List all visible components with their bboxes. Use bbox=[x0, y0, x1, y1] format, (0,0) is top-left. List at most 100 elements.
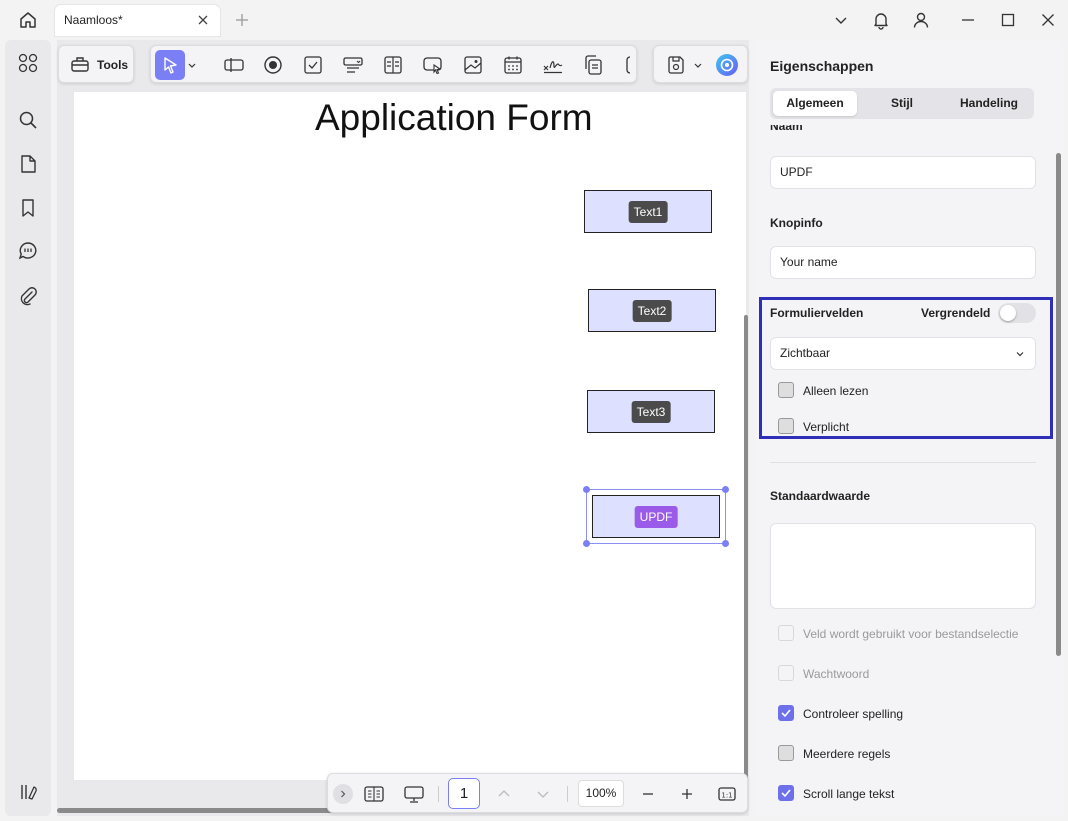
left-sidebar bbox=[5, 40, 51, 816]
default-value-label: Standaardwaarde bbox=[770, 489, 871, 503]
radio-button-icon[interactable] bbox=[262, 54, 284, 76]
visibility-select[interactable]: Zichtbaar bbox=[770, 337, 1036, 370]
zoom-out-icon[interactable] bbox=[637, 783, 659, 805]
password-label: Wachtwoord bbox=[803, 667, 870, 681]
name-label-clip: Naam bbox=[770, 125, 830, 133]
spell-check-checkbox[interactable] bbox=[778, 705, 794, 721]
save-icon[interactable] bbox=[665, 54, 687, 76]
form-tools-toolbar bbox=[150, 45, 637, 83]
document-tab[interactable]: Naamloos* bbox=[55, 5, 220, 36]
sidebar-toggle-icon[interactable] bbox=[17, 781, 39, 803]
bookmark-icon[interactable] bbox=[17, 197, 39, 219]
next-page-icon[interactable] bbox=[532, 783, 554, 805]
toolbox-icon bbox=[69, 53, 91, 75]
locked-toggle[interactable] bbox=[998, 303, 1036, 323]
resize-handle-top-left[interactable] bbox=[583, 486, 590, 493]
properties-tabs: Algemeen Stijl Handeling bbox=[770, 88, 1034, 119]
title-bar: Naamloos* bbox=[0, 0, 1068, 40]
password-checkbox[interactable] bbox=[778, 665, 794, 681]
tab-action[interactable]: Handeling bbox=[959, 96, 1018, 110]
chevron-right-icon[interactable] bbox=[333, 784, 353, 804]
multiline-label: Meerdere regels bbox=[803, 747, 891, 761]
comment-icon[interactable] bbox=[17, 240, 39, 262]
extra-toolbar bbox=[653, 45, 748, 83]
toggle-knob bbox=[1000, 305, 1016, 321]
file-select-label: Veld wordt gebruikt voor bestandselectie bbox=[803, 627, 1019, 641]
selection-frame[interactable] bbox=[583, 486, 729, 547]
text-field-text2[interactable]: Text2 bbox=[588, 289, 716, 332]
resize-handle-bottom-right[interactable] bbox=[722, 540, 729, 547]
previous-page-icon[interactable] bbox=[493, 783, 515, 805]
canvas-vertical-scrollbar[interactable] bbox=[744, 315, 748, 786]
page-number-input[interactable]: 1 bbox=[448, 778, 480, 809]
properties-scrollbar[interactable] bbox=[1056, 153, 1061, 656]
combo-box-icon[interactable] bbox=[342, 54, 364, 76]
scroll-long-text-checkbox[interactable] bbox=[778, 785, 794, 801]
field-name-chip: Text2 bbox=[632, 299, 672, 322]
file-select-checkbox[interactable] bbox=[778, 625, 794, 641]
page-navigation-bar: 1 100% 1:1 bbox=[327, 773, 748, 813]
account-icon[interactable] bbox=[909, 8, 933, 32]
button-field-icon[interactable] bbox=[422, 54, 444, 76]
text-field-text3[interactable]: Text3 bbox=[587, 390, 715, 433]
more-tools-icon[interactable] bbox=[622, 54, 634, 76]
save-dropdown-chevron-icon[interactable] bbox=[692, 58, 704, 72]
separator bbox=[567, 786, 568, 802]
date-field-icon[interactable] bbox=[502, 54, 524, 76]
text-field-text1[interactable]: Text1 bbox=[584, 190, 712, 233]
home-icon[interactable] bbox=[16, 8, 40, 32]
checkbox-icon[interactable] bbox=[302, 54, 324, 76]
tab-style[interactable]: Stijl bbox=[890, 96, 913, 110]
thumbnails-grid-icon[interactable] bbox=[17, 52, 39, 74]
highlight-box bbox=[759, 297, 1053, 439]
list-box-icon[interactable] bbox=[382, 54, 404, 76]
select-tool-button[interactable] bbox=[155, 50, 185, 80]
document-title: Application Form bbox=[315, 97, 593, 138]
chevron-down-icon[interactable] bbox=[829, 8, 853, 32]
text-field-updf-selected[interactable]: UPDF bbox=[592, 495, 720, 538]
ai-assistant-icon[interactable] bbox=[715, 53, 739, 77]
field-name-chip: Text3 bbox=[631, 400, 671, 423]
multiline-checkbox[interactable] bbox=[778, 745, 794, 761]
divider bbox=[770, 462, 1036, 463]
text-field-icon[interactable] bbox=[223, 54, 245, 76]
minimize-icon[interactable] bbox=[956, 8, 980, 32]
field-name-chip: Text1 bbox=[628, 200, 668, 223]
tools-label: Tools bbox=[97, 58, 129, 72]
page-icon[interactable] bbox=[17, 153, 39, 175]
default-value-textarea[interactable] bbox=[770, 523, 1036, 609]
zoom-in-icon[interactable] bbox=[676, 783, 698, 805]
tools-button[interactable]: Tools bbox=[58, 45, 134, 83]
readonly-checkbox[interactable] bbox=[778, 382, 794, 398]
field-name-chip: UPDF bbox=[634, 505, 678, 528]
actual-size-icon[interactable]: 1:1 bbox=[716, 783, 738, 805]
copy-pages-icon[interactable] bbox=[582, 54, 604, 76]
tab-general[interactable]: Algemeen bbox=[773, 91, 857, 116]
form-fields-label: Formuliervelden bbox=[770, 306, 864, 320]
image-field-icon[interactable] bbox=[462, 54, 484, 76]
presentation-icon[interactable] bbox=[403, 783, 425, 805]
new-tab-icon[interactable] bbox=[230, 8, 254, 32]
signature-icon[interactable] bbox=[542, 54, 564, 76]
tooltip-input[interactable]: Your name bbox=[770, 246, 1036, 279]
spell-check-label: Controleer spelling bbox=[803, 707, 904, 721]
resize-handle-bottom-left[interactable] bbox=[583, 540, 590, 547]
close-tab-icon[interactable] bbox=[196, 13, 210, 27]
attachment-icon[interactable] bbox=[17, 285, 39, 307]
name-input[interactable]: UPDF bbox=[770, 156, 1036, 189]
zoom-level[interactable]: 100% bbox=[578, 780, 624, 807]
select-dropdown-chevron-icon[interactable] bbox=[186, 58, 198, 72]
bell-icon[interactable] bbox=[869, 8, 893, 32]
resize-handle-top-right[interactable] bbox=[722, 486, 729, 493]
close-window-icon[interactable] bbox=[1036, 8, 1060, 32]
required-label: Verplicht bbox=[803, 420, 850, 434]
scroll-long-text-label: Scroll lange tekst bbox=[803, 787, 895, 801]
separator bbox=[438, 786, 439, 802]
search-icon[interactable] bbox=[17, 109, 39, 131]
required-checkbox[interactable] bbox=[778, 418, 794, 434]
maximize-icon[interactable] bbox=[996, 8, 1020, 32]
locked-label: Vergrendeld bbox=[921, 306, 991, 320]
page-layout-icon[interactable] bbox=[363, 783, 385, 805]
tab-title: Naamloos* bbox=[64, 13, 123, 27]
tooltip-label: Knopinfo bbox=[770, 216, 823, 230]
